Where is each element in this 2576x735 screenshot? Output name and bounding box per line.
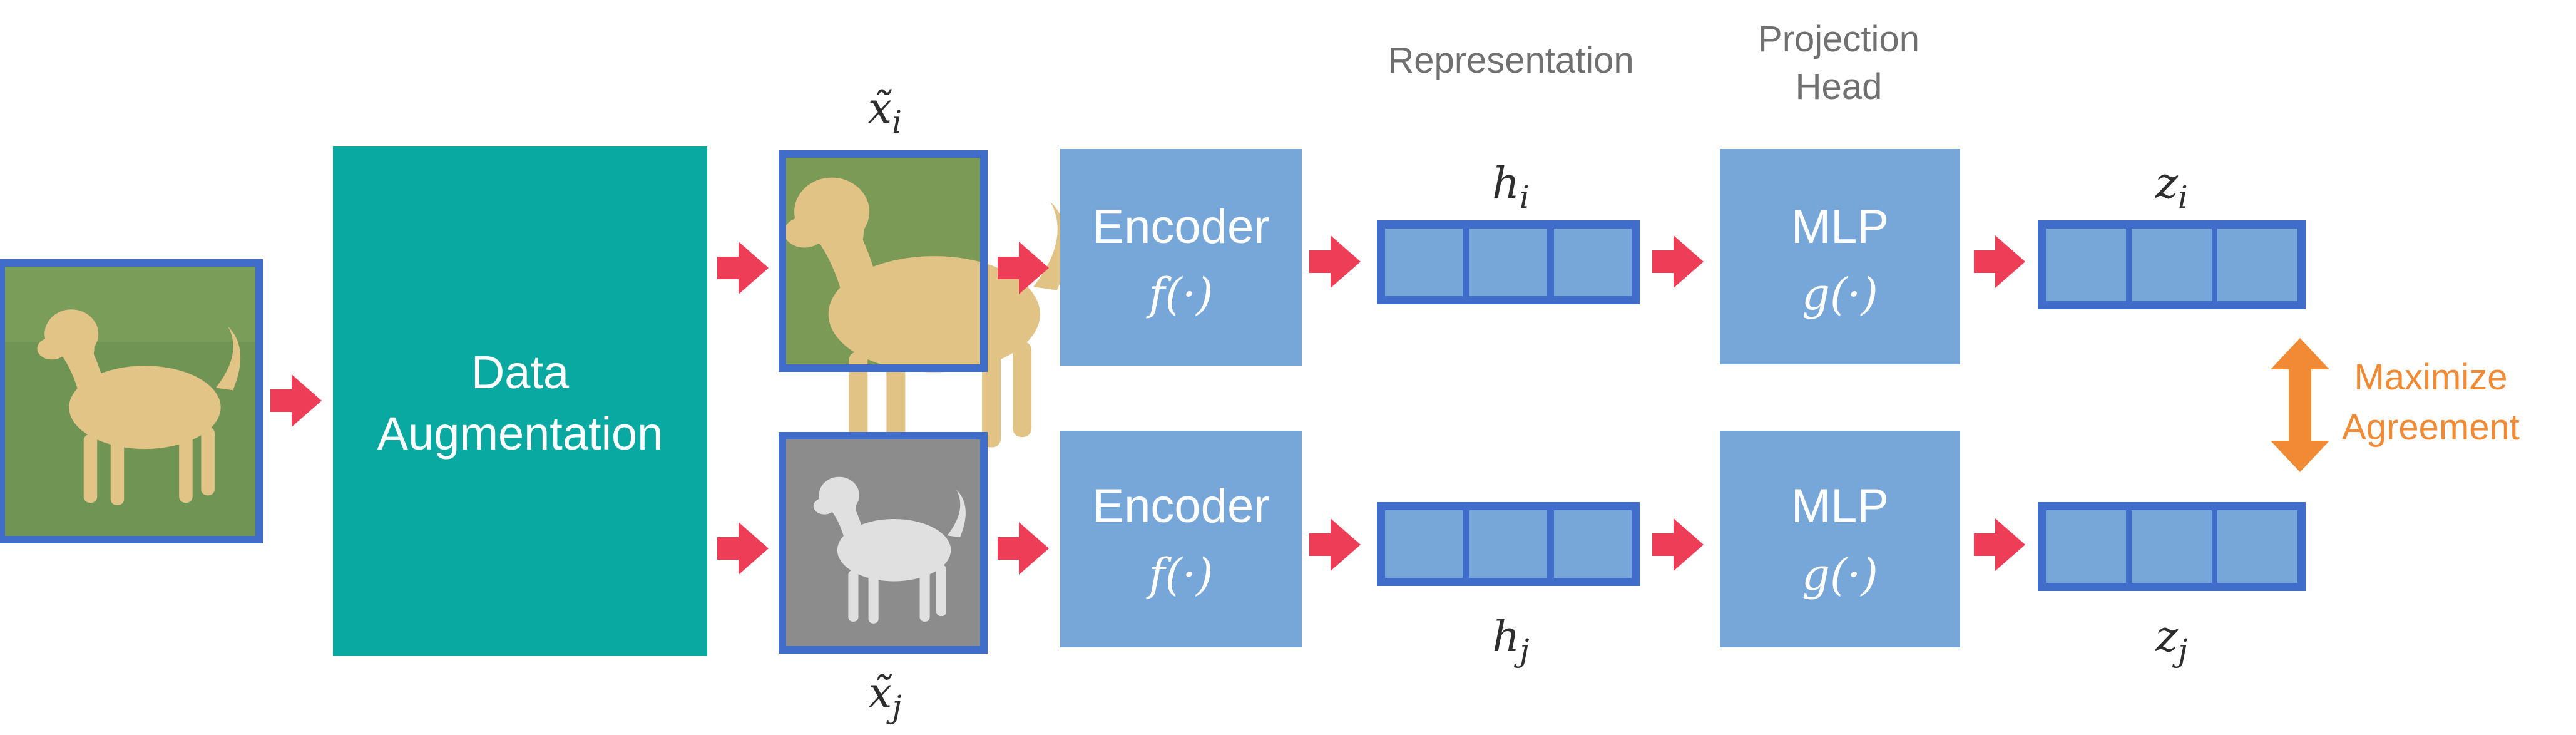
z-j-vector	[2038, 502, 2306, 591]
h-j-cell-3	[1554, 510, 1632, 578]
z-j-cell-2	[2132, 510, 2212, 583]
mlp-bottom: MLP g(·)	[1720, 431, 1960, 647]
arrow-augmentation-to-view-j	[717, 522, 769, 575]
augmentation-line1: Data	[471, 346, 570, 398]
encoder-top: Encoder f(·)	[1060, 149, 1302, 366]
z-j-cell-1	[2046, 510, 2126, 583]
h-j-label: hj	[1492, 612, 1529, 669]
z-i-cell-1	[2046, 229, 2126, 301]
view-j-image	[779, 432, 988, 654]
h-i-vector	[1377, 220, 1640, 304]
maximize-agreement-arrow	[2271, 338, 2329, 472]
mlp-top-fn: g(·)	[1802, 269, 1878, 320]
encoder-top-title: Encoder	[1092, 200, 1269, 254]
z-i-cell-3	[2217, 229, 2297, 301]
h-i-cell-2	[1469, 229, 1547, 296]
mlp-top: MLP g(·)	[1720, 149, 1960, 364]
z-j-cell-3	[2217, 510, 2297, 583]
h-j-vector	[1377, 502, 1640, 586]
view-i-image	[779, 150, 1068, 451]
arrow-input-to-augmentation	[270, 374, 322, 427]
mlp-bottom-title: MLP	[1791, 480, 1889, 533]
encoder-bottom: Encoder f(·)	[1060, 431, 1302, 647]
arrow-encoder-top-to-h	[1309, 235, 1361, 288]
encoder-bottom-fn: f(·)	[1146, 549, 1214, 600]
arrow-encoder-bottom-to-h	[1309, 518, 1361, 571]
h-i-cell-1	[1385, 229, 1463, 296]
h-j-cell-1	[1385, 510, 1463, 578]
arrow-view-j-to-encoder	[998, 522, 1049, 575]
z-i-cell-2	[2132, 229, 2212, 301]
z-i-label: zi	[2155, 159, 2188, 215]
representation-label: Representation	[1388, 40, 1633, 81]
z-j-label: zj	[2155, 612, 2187, 669]
mlp-top-title: MLP	[1791, 200, 1889, 254]
h-j-cell-2	[1469, 510, 1547, 578]
agreement-label: Agreement	[2342, 407, 2520, 448]
mlp-bottom-fn: g(·)	[1802, 549, 1878, 600]
maximize-label: Maximize	[2354, 357, 2508, 398]
view-i-label: x̃i	[868, 84, 902, 140]
data-augmentation-block: Data Augmentation	[333, 146, 707, 656]
projection-head-line2: Head	[1796, 66, 1883, 107]
h-i-cell-3	[1554, 229, 1632, 296]
z-i-vector	[2038, 220, 2306, 309]
h-i-label: hi	[1492, 159, 1530, 215]
projection-head-line1: Projection	[1758, 19, 1919, 59]
encoder-top-fn: f(·)	[1146, 269, 1214, 320]
arrow-mlp-top-to-z	[1974, 235, 2025, 288]
augmentation-line2: Augmentation	[377, 408, 663, 460]
encoder-bottom-title: Encoder	[1092, 480, 1269, 533]
input-image	[0, 259, 263, 543]
arrow-augmentation-to-view-i	[717, 242, 769, 294]
arrow-h-i-to-mlp	[1652, 235, 1704, 288]
arrow-h-j-to-mlp	[1652, 518, 1704, 571]
arrow-mlp-bottom-to-z	[1974, 518, 2025, 571]
view-j-label: x̃j	[868, 669, 902, 725]
